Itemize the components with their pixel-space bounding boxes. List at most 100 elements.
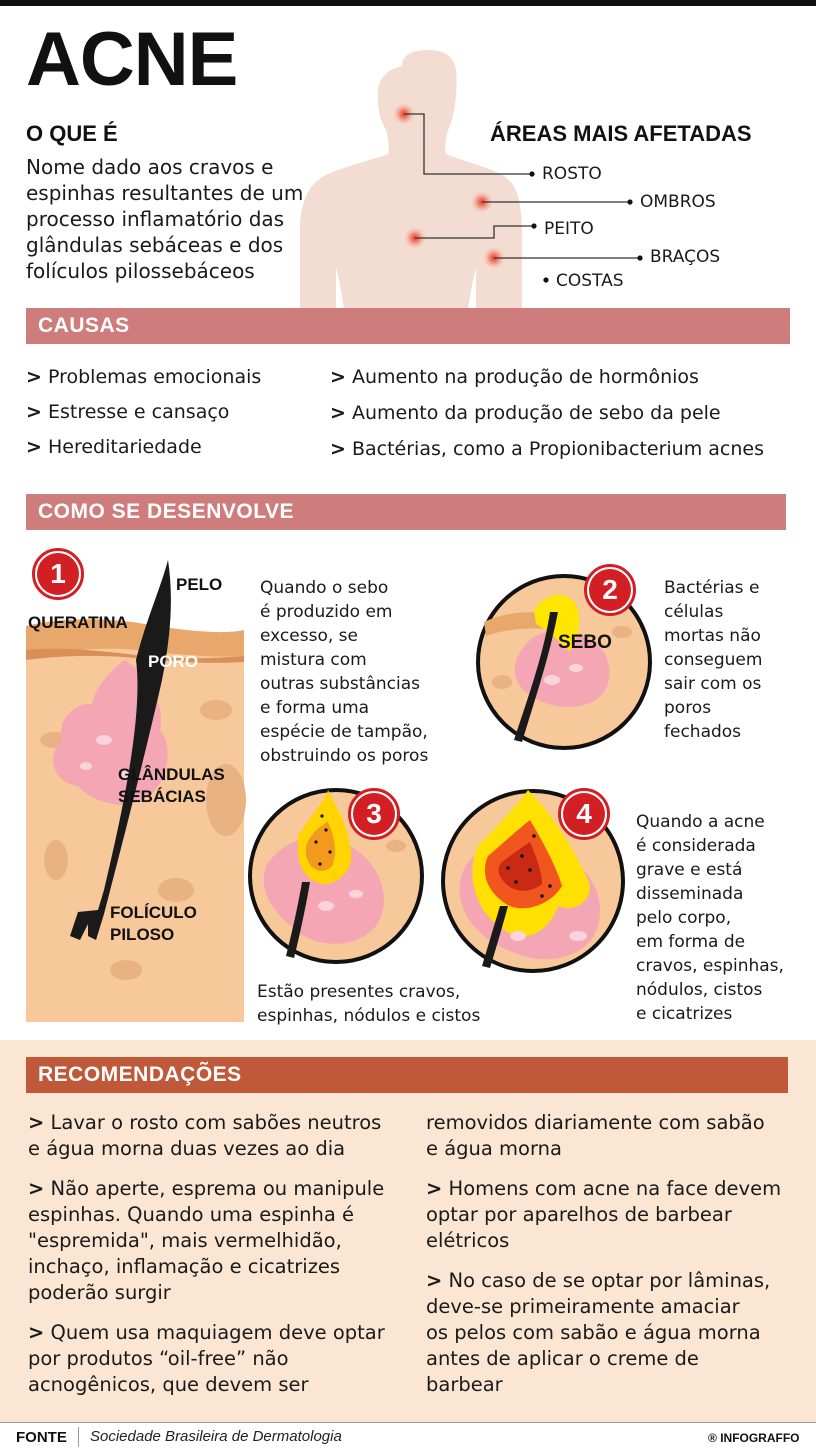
step-2-badge: 2 (584, 564, 636, 616)
rec-line: os pelos com sabão e água morna (426, 1321, 761, 1344)
areas-heading: ÁREAS MAIS AFETADAS (490, 121, 752, 146)
step-3-text: Estão presentes cravos, espinhas, nódulo… (257, 980, 480, 1028)
text-line: é produzido em (260, 602, 393, 622)
area-rosto: ROSTO (542, 164, 602, 184)
step-number: 1 (37, 553, 79, 595)
cause-item: > Estresse e cansaço (26, 401, 230, 423)
what-line: processo inflamatório das (26, 207, 285, 231)
cause-label: Problemas emocionais (47, 366, 262, 388)
rec-item: > Não aperte, esprema ou manipule espinh… (28, 1176, 408, 1306)
pore-step-2 (476, 574, 652, 750)
cause-item: > Bactérias, como a Propionibacterium ac… (330, 438, 764, 460)
text-line: disseminada (636, 884, 744, 904)
cause-label: Hereditariedade (47, 436, 202, 458)
area-bracos: BRAÇOS (650, 247, 721, 267)
rec-line: > No caso de se optar por lâminas, (426, 1269, 771, 1292)
text-line: e cicatrizes (636, 1004, 733, 1024)
text-line: células (664, 602, 724, 622)
recs-right-column: removidos diariamente com sabão e água m… (426, 1110, 806, 1398)
text-line: espécie de tampão, (260, 722, 428, 742)
area-peito: PEITO (544, 219, 594, 239)
cause-item: > Hereditariedade (26, 436, 202, 458)
text-line: e forma uma (260, 698, 370, 718)
area-ombros: OMBROS (640, 192, 716, 212)
text-line: espinhas, nódulos e cistos (257, 1006, 481, 1026)
what-heading: O QUE É (26, 121, 118, 146)
what-line: espinhas resultantes de um (26, 181, 304, 205)
rec-line: inchaço, inflamação e cicatrizes (28, 1255, 341, 1278)
text-line: em forma de (636, 932, 746, 952)
cause-item: > Problemas emocionais (26, 366, 262, 388)
label-line: FOLÍCULO (110, 903, 197, 922)
rec-line: elétricos (426, 1229, 510, 1252)
label-line: SEBÁCIAS (118, 787, 206, 806)
rec-item: removidos diariamente com sabão e água m… (426, 1110, 806, 1162)
step-3-badge: 3 (348, 788, 400, 840)
cause-item: > Aumento da produção de sebo da pele (330, 402, 721, 424)
cause-label: Aumento na produção de hormônios (351, 366, 699, 388)
label-pelo: PELO (176, 575, 223, 594)
source-label: FONTE (16, 1429, 67, 1446)
brand-name: INFOGRAFFO (720, 1431, 800, 1445)
footer-rule (0, 1422, 816, 1423)
skin-cross-section (26, 560, 246, 1022)
recs-left-column: > Lavar o rosto com sabões neutros e águ… (28, 1110, 408, 1398)
rec-line: acnogênicos, que devem ser (28, 1373, 309, 1396)
rec-line: barbear (426, 1373, 503, 1396)
text-line: nódulos, cistos (636, 980, 763, 1000)
rec-item: > Lavar o rosto com sabões neutros e águ… (28, 1110, 408, 1162)
text-line: Bactérias e (664, 578, 760, 598)
text-line: Quando o sebo (260, 578, 389, 598)
what-line: glândulas sebáceas e dos (26, 233, 284, 257)
what-description: Nome dado aos cravos e espinhas resultan… (26, 154, 303, 284)
text-line: grave e está (636, 860, 743, 880)
text-line: sair com os (664, 674, 762, 694)
registered-icon: ® (708, 1431, 717, 1445)
body-silhouette (300, 50, 643, 308)
rec-item: > Quem usa maquiagem deve optar por prod… (28, 1320, 408, 1398)
step-4-text: Quando a acne é considerada grave e está… (636, 810, 784, 1026)
develop-header: COMO SE DESENVOLVE (26, 494, 786, 530)
rec-line: > Lavar o rosto com sabões neutros (28, 1111, 382, 1134)
text-line: Quando a acne (636, 812, 765, 832)
rec-line: optar por aparelhos de barbear (426, 1203, 732, 1226)
cause-label: Estresse e cansaço (47, 401, 230, 423)
top-rule (0, 0, 816, 6)
rec-item: > No caso de se optar por lâminas, deve-… (426, 1268, 806, 1398)
rec-line: antes de aplicar o creme de (426, 1347, 699, 1370)
step-2-text: Bactérias e células mortas não conseguem… (664, 576, 762, 744)
rec-line: espinhas. Quando uma espinha é (28, 1203, 355, 1226)
label-queratina: QUERATINA (28, 613, 128, 632)
text-line: é considerada (636, 836, 756, 856)
text-line: cravos, espinhas, (636, 956, 784, 976)
label-line: PILOSO (110, 925, 175, 944)
causes-right: > Aumento na produção de hormônios > Aum… (330, 366, 764, 474)
brand-logo: ® INFOGRAFFO (708, 1431, 800, 1445)
what-line: folículos pilossebáceos (26, 259, 255, 283)
recommendations-panel (0, 1040, 816, 1422)
text-line: obstruindo os poros (260, 746, 429, 766)
rec-line: por produtos “oil-free” não (28, 1347, 289, 1370)
label-sebo: SEBO (558, 632, 612, 653)
rec-line: > Não aperte, esprema ou manipule (28, 1177, 385, 1200)
step-number: 3 (353, 793, 395, 835)
text-line: pelo corpo, (636, 908, 732, 928)
label-line: GLÂNDULAS (118, 765, 225, 784)
develop-heading: COMO SE DESENVOLVE (38, 500, 294, 523)
cause-label: Aumento da produção de sebo da pele (351, 402, 721, 424)
rec-line: e água morna (426, 1137, 562, 1160)
step-1-badge: 1 (32, 548, 84, 600)
step-1-text: Quando o sebo é produzido em excesso, se… (260, 576, 428, 768)
rec-line: > Homens com acne na face devem (426, 1177, 782, 1200)
label-glandulas: GLÂNDULAS SEBÁCIAS (118, 764, 225, 808)
label-foliculo: FOLÍCULO PILOSO (110, 902, 197, 946)
recommendations-heading: RECOMENDAÇÕES (38, 1063, 242, 1086)
source-name: Sociedade Brasileira de Dermatologia (90, 1428, 342, 1445)
text-line: excesso, se (260, 626, 358, 646)
causes-heading: CAUSAS (38, 314, 130, 337)
rec-line: deve-se primeiramente amaciar (426, 1295, 740, 1318)
step-number: 4 (563, 793, 605, 835)
text-line: poros (664, 698, 712, 718)
footer-divider (78, 1427, 79, 1447)
rec-line: poderão surgir (28, 1281, 171, 1304)
